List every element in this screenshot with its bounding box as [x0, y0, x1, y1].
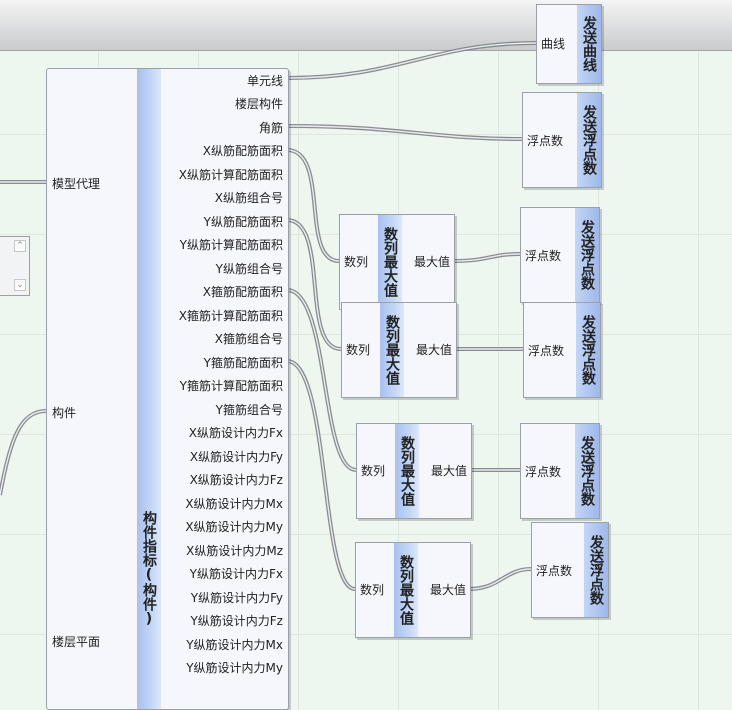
output-param[interactable]: X纵筋设计内力Fy	[189, 450, 283, 464]
send-curve-node[interactable]: 发送曲线 曲线	[536, 4, 602, 84]
output-param[interactable]: Y纵筋设计内力Fy	[190, 591, 283, 605]
send-float-node[interactable]: 发送浮点数 浮点数	[522, 92, 602, 188]
node-title: 发送曲线	[581, 16, 597, 72]
node-title-strip	[575, 208, 599, 302]
output-max[interactable]: 最大值	[429, 583, 466, 597]
output-param[interactable]: X纵筋配筋面积	[202, 144, 283, 158]
output-max[interactable]: 最大值	[430, 464, 467, 478]
output-param[interactable]: Y纵筋设计内力Mx	[186, 638, 283, 652]
output-max[interactable]: 最大值	[415, 343, 452, 357]
node-title: 数列最大值	[384, 315, 400, 385]
chevron-up-icon[interactable]: ⌃	[14, 240, 26, 252]
output-param[interactable]: Y纵筋计算配筋面积	[179, 238, 283, 252]
output-param[interactable]: X纵筋设计内力Fx	[188, 426, 283, 440]
node-title-strip	[378, 215, 402, 309]
output-param[interactable]: Y箍筋组合号	[215, 403, 283, 417]
input-list[interactable]: 数列	[346, 343, 371, 357]
input-float[interactable]: 浮点数	[525, 249, 562, 263]
output-param[interactable]: X纵筋组合号	[214, 191, 283, 205]
node-title-strip	[380, 303, 404, 397]
input-list[interactable]: 数列	[360, 583, 385, 597]
node-title: 发送浮点数	[588, 535, 604, 605]
component-title: 构件指标(构件)	[141, 511, 157, 627]
number-slider[interactable]: ⌃ ⌄	[0, 236, 30, 296]
input-float[interactable]: 浮点数	[536, 564, 573, 578]
input-component[interactable]: 构件	[52, 406, 77, 420]
node-title: 数列最大值	[398, 555, 414, 625]
node-title-strip	[584, 523, 608, 617]
output-param[interactable]: X纵筋设计内力Mz	[186, 544, 283, 558]
component-metrics-node[interactable]: 构件指标(构件) 模型代理 构件 楼层平面 单元线 楼层构件 角筋 X纵筋配筋面…	[46, 68, 289, 710]
max-value-node[interactable]: 数列最大值 数列 最大值	[339, 214, 455, 310]
input-list[interactable]: 数列	[344, 255, 369, 269]
output-param[interactable]: Y箍筋配筋面积	[203, 356, 283, 370]
output-param[interactable]: X箍筋计算配筋面积	[178, 309, 283, 323]
component-title-strip	[137, 69, 161, 709]
output-param[interactable]: X纵筋设计内力My	[185, 520, 283, 534]
max-value-node[interactable]: 数列最大值 数列 最大值	[341, 302, 457, 398]
output-param[interactable]: Y纵筋组合号	[215, 262, 283, 276]
node-title: 数列最大值	[382, 227, 398, 297]
output-param[interactable]: X箍筋组合号	[214, 332, 283, 346]
input-curve[interactable]: 曲线	[541, 37, 566, 51]
input-float[interactable]: 浮点数	[525, 465, 562, 479]
wire-max4	[468, 567, 532, 591]
node-title-strip	[577, 5, 601, 83]
node-title: 数列最大值	[399, 436, 415, 506]
output-param[interactable]: Y纵筋设计内力Fz	[190, 614, 283, 628]
node-title: 发送浮点数	[580, 315, 596, 385]
node-title: 发送浮点数	[579, 436, 595, 506]
max-value-node[interactable]: 数列最大值 数列 最大值	[355, 542, 471, 638]
send-float-node[interactable]: 发送浮点数 浮点数	[520, 423, 600, 519]
input-float[interactable]: 浮点数	[528, 344, 565, 358]
output-param[interactable]: X纵筋设计内力Mx	[185, 497, 283, 511]
input-model-proxy[interactable]: 模型代理	[52, 177, 101, 191]
output-param[interactable]: X纵筋设计内力Fz	[189, 473, 283, 487]
max-value-node[interactable]: 数列最大值 数列 最大值	[356, 423, 472, 519]
output-param[interactable]: Y箍筋计算配筋面积	[179, 379, 283, 393]
output-max[interactable]: 最大值	[413, 255, 450, 269]
output-param[interactable]: 楼层构件	[234, 97, 283, 111]
wire-xlong	[286, 148, 340, 263]
output-param[interactable]: Y纵筋配筋面积	[203, 215, 283, 229]
node-title-strip	[395, 424, 419, 518]
output-param[interactable]: 角筋	[258, 121, 283, 135]
canvas-toolbar	[0, 0, 732, 51]
send-float-node[interactable]: 发送浮点数 浮点数	[520, 207, 600, 303]
output-param[interactable]: 单元线	[246, 74, 283, 88]
output-param[interactable]: Y纵筋设计内力Fx	[189, 567, 283, 581]
send-float-node[interactable]: 发送浮点数 浮点数	[523, 302, 601, 398]
wires-layer	[0, 41, 537, 591]
node-title-strip	[577, 93, 601, 187]
input-list[interactable]: 数列	[361, 464, 386, 478]
output-param[interactable]: X纵筋计算配筋面积	[178, 168, 283, 182]
send-float-node[interactable]: 发送浮点数 浮点数	[531, 522, 609, 618]
output-param[interactable]: X箍筋配筋面积	[202, 285, 283, 299]
node-title-strip	[394, 543, 418, 637]
output-param[interactable]: Y纵筋设计内力My	[186, 661, 283, 675]
node-title-strip	[575, 424, 599, 518]
chevron-down-icon[interactable]: ⌄	[14, 279, 26, 291]
node-title: 发送浮点数	[581, 105, 597, 175]
input-floor-plan[interactable]: 楼层平面	[52, 635, 101, 649]
node-title: 发送浮点数	[579, 220, 595, 290]
node-title-strip	[576, 303, 600, 397]
wire-corner	[286, 124, 523, 141]
input-float[interactable]: 浮点数	[527, 134, 564, 148]
